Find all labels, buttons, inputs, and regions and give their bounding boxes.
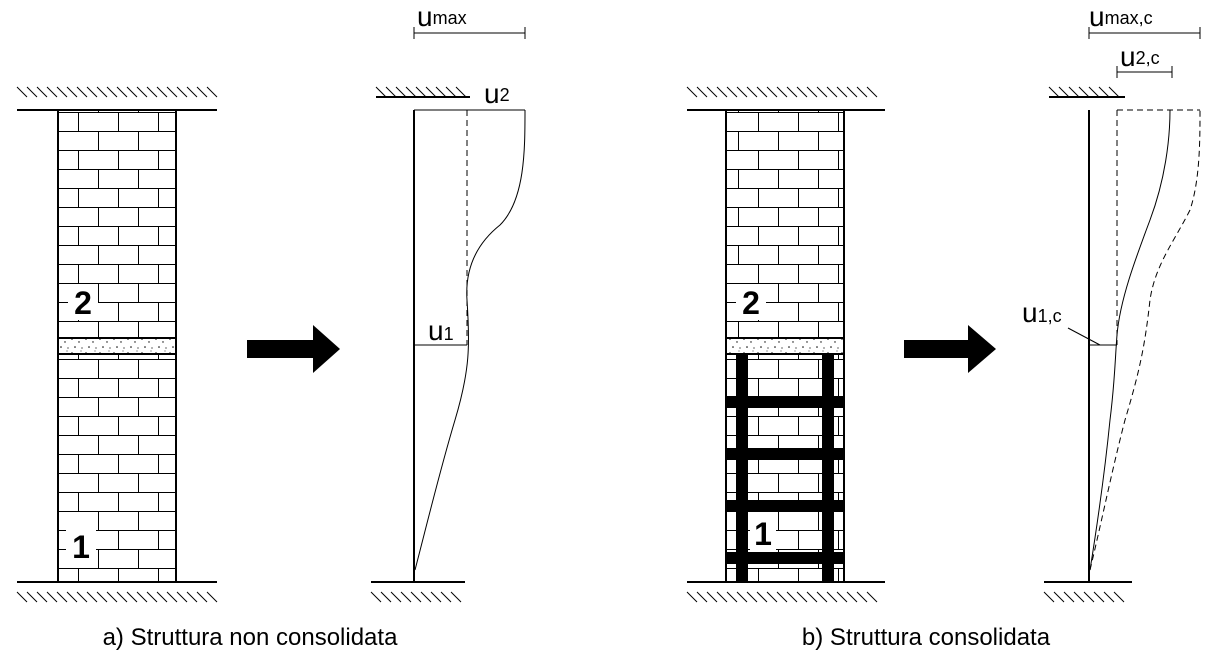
- panel-a: 2 1: [16, 1, 526, 651]
- fixed-support-hatch-icon: [686, 86, 878, 98]
- hatch-line: [116, 591, 128, 603]
- hatch-line: [146, 86, 158, 98]
- hatch-line: [86, 86, 98, 98]
- hatch-line: [156, 591, 168, 603]
- hatch-line: [46, 86, 58, 98]
- hatch-line: [146, 591, 158, 603]
- floor-slab: [725, 337, 845, 355]
- deformed-shape-b: [1043, 27, 1201, 603]
- hatch-line: [126, 591, 138, 603]
- hatch-line: [196, 591, 208, 603]
- right-arrow-icon: [247, 325, 340, 373]
- hatch-line: [66, 591, 78, 603]
- hatch-line: [66, 86, 78, 98]
- hatch-line: [26, 591, 38, 603]
- floor-label-upper: 2: [74, 285, 92, 321]
- panel-b: 2 1: [686, 1, 1201, 651]
- label-u-max-c: umax,c: [1089, 1, 1153, 32]
- fixed-support-hatch-icon: [16, 86, 218, 111]
- hatch-line: [186, 591, 198, 603]
- dimension-u-max-c: [1088, 27, 1201, 39]
- hatch-line: [86, 591, 98, 603]
- hatch-line: [16, 86, 28, 98]
- hatch-line: [36, 591, 48, 603]
- hatch-line: [176, 86, 188, 98]
- floor-slab: [57, 337, 177, 355]
- dimension-u-2-c: [1116, 66, 1173, 78]
- hatch-line: [206, 86, 218, 98]
- hatch-line: [176, 591, 188, 603]
- right-arrow-icon: [904, 325, 996, 373]
- hatch-line: [156, 86, 168, 98]
- hatch-line: [106, 86, 118, 98]
- hatch-line: [76, 591, 88, 603]
- hatch-line: [186, 86, 198, 98]
- caption-b: b) Struttura consolidata: [802, 624, 1051, 651]
- hatch-line: [46, 591, 58, 603]
- label-u-1-c: u1,c: [1022, 297, 1062, 328]
- hatch-line: [136, 86, 148, 98]
- fixed-support-hatch-icon: [686, 591, 878, 603]
- hatch-line: [166, 591, 178, 603]
- caption-a: a) Struttura non consolidata: [103, 624, 398, 651]
- hatch-line: [196, 86, 208, 98]
- hatch-line: [96, 591, 108, 603]
- fixed-support-hatch-icon: [16, 581, 218, 603]
- label-u-2: u2: [484, 78, 510, 109]
- deformed-shape-a: [370, 27, 526, 603]
- hatch-line: [56, 591, 68, 603]
- hatch-line: [116, 86, 128, 98]
- hatch-line: [16, 591, 28, 603]
- floor-label-lower: 1: [754, 516, 772, 552]
- label-u-max: umax: [417, 1, 467, 32]
- reinforcement-grid: [726, 354, 844, 582]
- hatch-line: [166, 86, 178, 98]
- hatch-line: [26, 86, 38, 98]
- floor-label-lower: 1: [72, 529, 90, 565]
- hatch-line: [76, 86, 88, 98]
- hatch-line: [36, 86, 48, 98]
- hatch-line: [126, 86, 138, 98]
- deformed-curve-original: [1089, 109, 1201, 571]
- hatch-line: [136, 591, 148, 603]
- deformed-curve: [414, 109, 526, 571]
- dimension-u-max: [413, 27, 526, 39]
- hatch-line: [96, 86, 108, 98]
- hatch-line: [106, 591, 118, 603]
- hatch-line: [206, 591, 218, 603]
- label-u-2-c: u2,c: [1120, 41, 1160, 72]
- hatch-line: [56, 86, 68, 98]
- label-u-1: u1: [428, 315, 454, 346]
- floor-label-upper: 2: [742, 285, 760, 321]
- deformed-curve-consolidated: [1089, 109, 1171, 571]
